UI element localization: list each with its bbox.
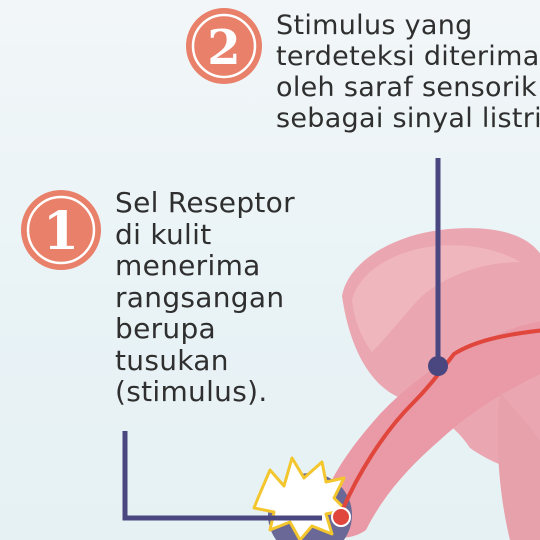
step1-line: tusukan — [115, 343, 229, 377]
nerve-line — [338, 328, 540, 518]
step1-badge: 1 — [21, 190, 101, 270]
hand-palm-shade — [352, 245, 520, 352]
index-finger — [318, 321, 540, 538]
step2-line: Stimulus yang — [276, 10, 473, 41]
step2-line: oleh saraf sensorik — [276, 72, 537, 103]
step1-number: 1 — [43, 201, 79, 262]
step2-number: 2 — [207, 20, 240, 76]
step2-line: sebagai sinyal listrik — [276, 103, 540, 134]
step2-badge: 2 — [186, 8, 262, 84]
step2-line: terdeteksi diterima — [276, 41, 540, 72]
step2-description: Stimulus yang terdeteksi diterima oleh s… — [276, 10, 540, 134]
thumb — [497, 392, 540, 540]
receptor-dot — [331, 507, 351, 527]
step1-line: menerima — [115, 249, 261, 282]
step1-line: rangsangan — [115, 280, 285, 314]
step1-line: berupa — [115, 312, 216, 345]
step1-description: Sel Reseptor di kulit menerima rangsanga… — [115, 187, 295, 408]
step1-line: Sel Reseptor — [115, 186, 295, 219]
step1-connector — [122, 431, 322, 521]
step1-line: (stimulus). — [115, 375, 268, 408]
step1-line: di kulit — [115, 217, 212, 251]
step2-connector-dot — [428, 356, 448, 376]
